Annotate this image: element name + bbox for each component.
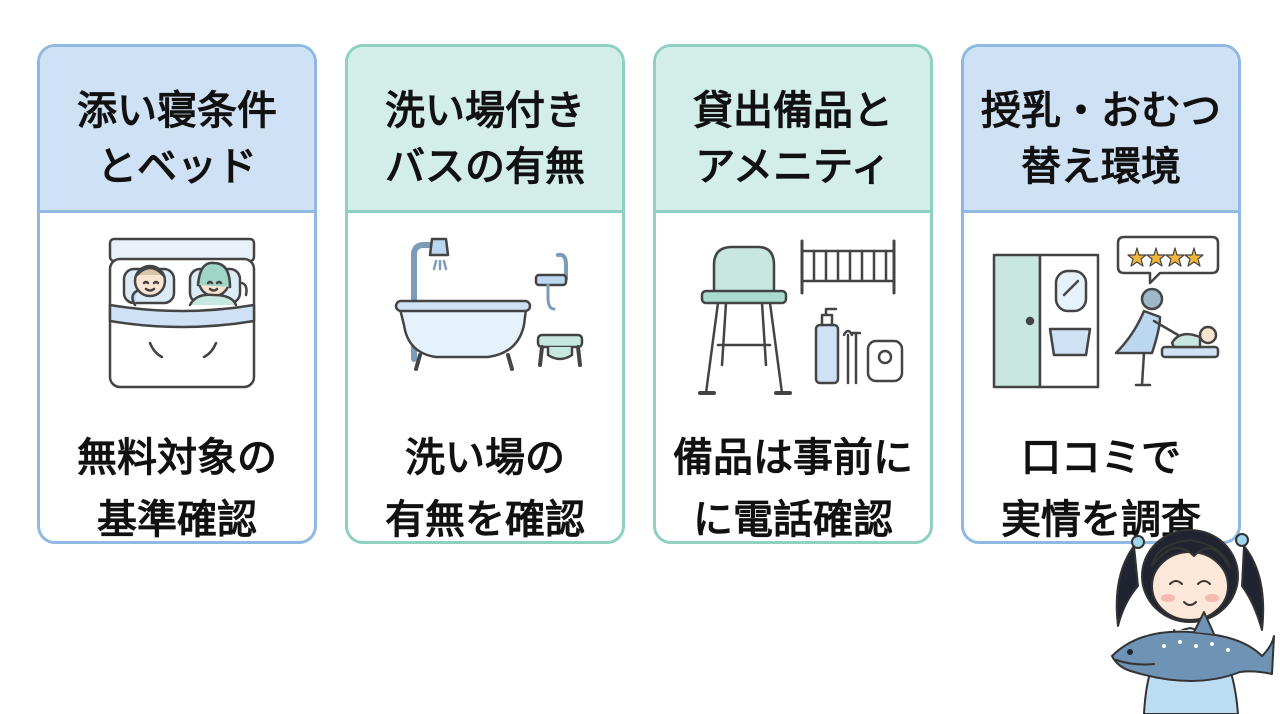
card-header: 添い寝条件 とベッド bbox=[40, 47, 314, 213]
card-description: 無料対象の 基準確認 bbox=[77, 435, 277, 543]
card-description: 口コミで 実情を調査 bbox=[1001, 435, 1201, 543]
card-header: 洗い場付き バスの有無 bbox=[348, 47, 622, 213]
bed-icon bbox=[40, 225, 314, 401]
card-header: 授乳・おむつ 替え環境 bbox=[964, 47, 1238, 213]
mascot-illustration bbox=[1104, 506, 1276, 714]
card-bath: 洗い場付き バスの有無 洗い場の 有無を確認 bbox=[345, 44, 625, 544]
bathtub-icon bbox=[348, 225, 622, 401]
card-title: 授乳・おむつ 替え環境 bbox=[981, 88, 1221, 190]
changing-room-icon bbox=[964, 225, 1238, 401]
card-title: 貸出備品と アメニティ bbox=[693, 88, 893, 190]
card-header: 貸出備品と アメニティ bbox=[656, 47, 930, 213]
card-rental-items: 貸出備品と アメニティ 備品は事前に bbox=[653, 44, 933, 544]
card-cosleeping: 添い寝条件 とベッド bbox=[37, 44, 317, 544]
card-title: 洗い場付き バスの有無 bbox=[385, 88, 585, 190]
card-title: 添い寝条件 とベッド bbox=[77, 88, 277, 190]
card-description: 備品は事前に に電話確認 bbox=[673, 435, 913, 543]
baby-equipment-icon bbox=[656, 225, 930, 401]
card-nursing-changing: 授乳・おむつ 替え環境 bbox=[961, 44, 1241, 544]
card-description: 洗い場の 有無を確認 bbox=[385, 435, 585, 543]
